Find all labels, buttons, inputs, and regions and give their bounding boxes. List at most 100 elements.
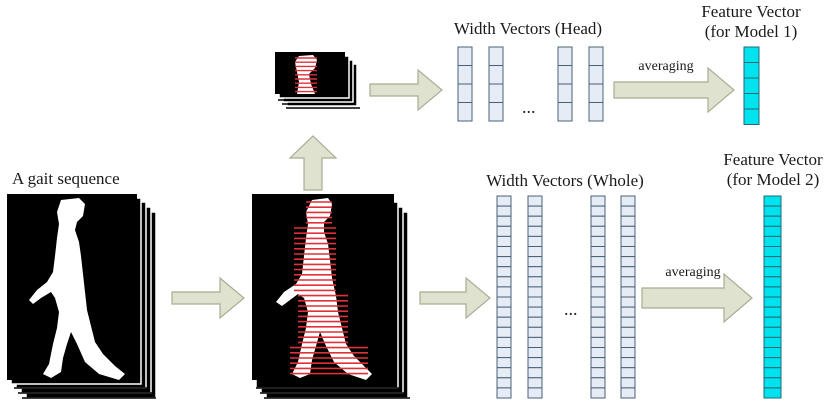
vector-cell xyxy=(763,357,782,369)
vector-cell xyxy=(763,336,782,348)
head-crop-front xyxy=(275,52,345,94)
vector-cell xyxy=(620,336,636,348)
arrow-right xyxy=(419,276,491,320)
vector-cell xyxy=(620,246,636,258)
vector-cell xyxy=(763,215,782,227)
vector-cell xyxy=(457,46,473,66)
vector-cell xyxy=(620,357,636,369)
walking-silhouette xyxy=(29,198,125,380)
ellipsis-whole: ... xyxy=(564,299,578,319)
vector-cell xyxy=(496,276,512,288)
width-vectors-head xyxy=(457,46,604,122)
vector-cell xyxy=(620,316,636,328)
vector-cell xyxy=(496,286,512,298)
vector-cell xyxy=(588,102,604,122)
vector-cell xyxy=(527,246,543,258)
vector-cell xyxy=(763,235,782,247)
width-vector-column xyxy=(557,46,573,122)
vector-cell xyxy=(496,347,512,359)
vector-cell xyxy=(590,195,606,207)
vector-cell xyxy=(496,357,512,369)
feature-vector-1-title: Feature Vector xyxy=(701,2,801,21)
vector-cell xyxy=(620,387,636,399)
vector-cell xyxy=(763,256,782,268)
averaging-label-head: averaging xyxy=(638,59,694,74)
vector-cell xyxy=(620,266,636,278)
vector-cell xyxy=(590,306,606,318)
vector-cell xyxy=(527,347,543,359)
vector-cell xyxy=(496,235,512,247)
vector-cell xyxy=(590,235,606,247)
gait-frame-front xyxy=(7,194,137,380)
vector-cell xyxy=(620,306,636,318)
vector-cell xyxy=(557,83,573,103)
vector-cell xyxy=(590,377,606,389)
vector-cell xyxy=(496,326,512,338)
scan-lines xyxy=(290,201,368,375)
vector-cell xyxy=(488,46,504,66)
vector-cell xyxy=(496,296,512,308)
vector-cell xyxy=(588,46,604,66)
vector-cell xyxy=(496,306,512,318)
width-vectors-whole-label: Width Vectors (Whole) xyxy=(486,171,644,190)
vector-cell xyxy=(590,205,606,217)
vector-cell xyxy=(763,296,782,308)
vector-cell xyxy=(496,336,512,348)
vector-cell xyxy=(527,316,543,328)
scanned-frame-front xyxy=(252,194,394,380)
feature-vector-model-1 xyxy=(743,46,760,125)
vector-cell xyxy=(590,326,606,338)
vector-cell xyxy=(620,235,636,247)
vector-cell xyxy=(496,215,512,227)
vector-cell xyxy=(557,102,573,122)
vector-cell xyxy=(763,195,782,207)
vector-cell xyxy=(588,65,604,85)
vector-cell xyxy=(620,347,636,359)
vector-cell xyxy=(527,286,543,298)
vector-cell xyxy=(620,296,636,308)
vector-cell xyxy=(496,195,512,207)
width-vector-column xyxy=(590,195,606,399)
vector-cell xyxy=(743,93,760,110)
head-scan-lines xyxy=(295,57,317,93)
gait-sequence-label: A gait sequence xyxy=(12,169,120,188)
vector-cell xyxy=(496,225,512,237)
vector-cell xyxy=(763,286,782,298)
width-vector-column xyxy=(620,195,636,399)
vector-cell xyxy=(496,266,512,278)
vector-cell xyxy=(743,77,760,94)
head-crop-stack xyxy=(275,52,360,109)
vector-cell xyxy=(496,205,512,217)
vector-cell xyxy=(620,205,636,217)
vector-cell xyxy=(620,377,636,389)
vector-cell xyxy=(457,102,473,122)
stack-base-lines xyxy=(14,387,156,399)
vector-cell xyxy=(527,256,543,268)
averaging-label-whole: averaging xyxy=(665,265,721,280)
vector-cell xyxy=(590,316,606,328)
vector-cell xyxy=(590,286,606,298)
width-vector-column xyxy=(457,46,473,122)
vector-cell xyxy=(763,347,782,359)
vector-cell xyxy=(496,377,512,389)
vector-cell xyxy=(496,316,512,328)
gait-sequence-stack xyxy=(7,194,157,399)
feature-vector-2-subtitle: (for Model 2) xyxy=(726,170,820,189)
width-vector-column xyxy=(527,195,543,399)
vector-cell xyxy=(527,296,543,308)
vector-cell xyxy=(620,286,636,298)
vector-cell xyxy=(557,46,573,66)
feature-column xyxy=(743,46,760,125)
vector-cell xyxy=(457,83,473,103)
vector-cell xyxy=(496,367,512,379)
vector-cell xyxy=(590,367,606,379)
vector-cell xyxy=(743,62,760,79)
vector-cell xyxy=(590,225,606,237)
arrow-right xyxy=(369,68,443,112)
vector-cell xyxy=(527,306,543,318)
vector-cell xyxy=(590,347,606,359)
vector-cell xyxy=(488,65,504,85)
width-vector-column xyxy=(588,46,604,122)
vector-cell xyxy=(763,316,782,328)
